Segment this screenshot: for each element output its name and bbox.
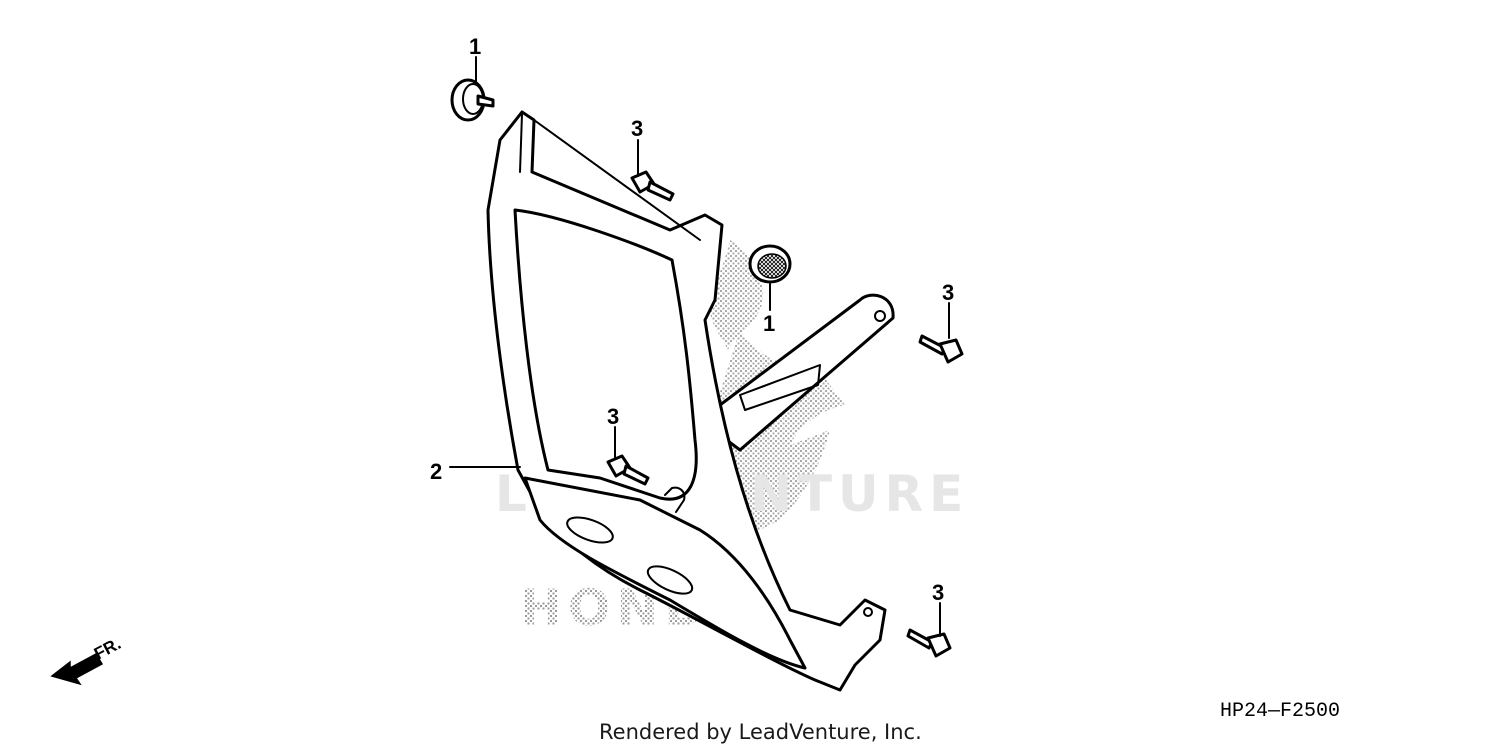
diagram-code: HP24—F2500 — [1220, 700, 1340, 723]
bolt-lower — [906, 628, 952, 658]
cushion-mid — [748, 244, 792, 284]
callout-guard: 2 — [430, 459, 442, 484]
callouts: 1 1 2 3 3 3 3 — [430, 34, 954, 605]
leader-lines — [449, 56, 950, 637]
bolt-middle — [606, 454, 650, 486]
callout-bolt-middle: 3 — [607, 404, 619, 429]
callout-bolt-upper: 3 — [631, 116, 643, 141]
callout-bolt-right: 3 — [942, 280, 954, 305]
callout-cushion-mid: 1 — [763, 311, 775, 336]
bolt-upper — [630, 170, 675, 202]
cushion-top — [450, 78, 495, 122]
render-credit: Rendered by LeadVenture, Inc. — [599, 720, 922, 744]
bolt-right — [918, 334, 964, 364]
front-direction-arrow: FR. — [50, 634, 124, 686]
arrow-icon — [50, 653, 104, 686]
callout-bolt-lower: 3 — [932, 580, 944, 605]
guard-frame — [486, 110, 887, 692]
callout-cushion-top: 1 — [469, 34, 481, 59]
